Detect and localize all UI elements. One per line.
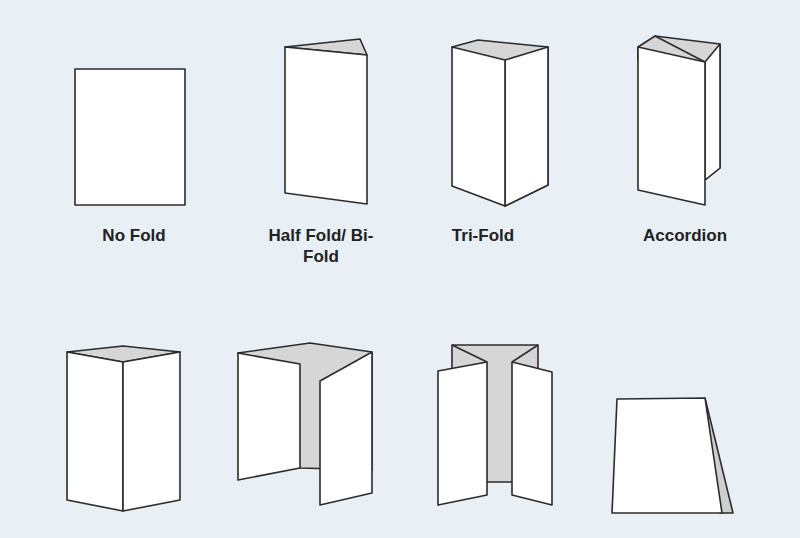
tri-fold-sheet [452,40,548,206]
flat-sheet [75,69,185,205]
fold-label: Tri-Fold [423,225,543,246]
gate-fold-closed-sheet [67,346,180,511]
accordion-sheet [638,36,720,205]
fold-label: No Fold [74,225,194,246]
gate-fold-open-sheet [438,345,552,505]
fold-label: Half Fold/ Bi-Fold [261,225,381,267]
fold-label: Accordion [625,225,745,246]
tent-fold-sheet [612,398,733,513]
open-fold-sheet [238,343,372,505]
half-fold-sheet [285,39,367,204]
